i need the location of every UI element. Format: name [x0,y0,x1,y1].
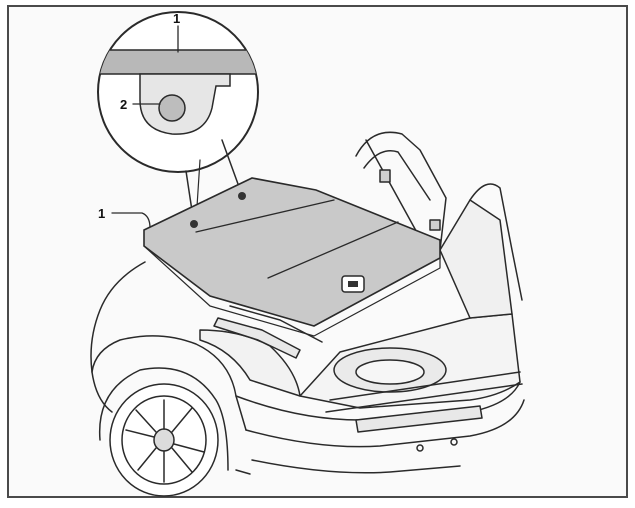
magnifier-cover-band [98,50,258,74]
callout-cover-label: 1 [98,206,105,221]
callout-top-label: 1 [173,11,180,26]
callout-top: 1 [173,11,180,53]
luggage-compartment-cover [143,177,441,337]
callout-hole: 2 [120,97,161,112]
magnifier-detail [97,11,259,225]
callout-cover: 1 [98,206,151,229]
callout-hole-label: 2 [120,97,127,112]
vehicle-rear-outline [90,131,525,497]
cover-pin-right [238,192,246,200]
magnifier-hole [158,94,186,122]
cover-pin-left [190,220,198,228]
